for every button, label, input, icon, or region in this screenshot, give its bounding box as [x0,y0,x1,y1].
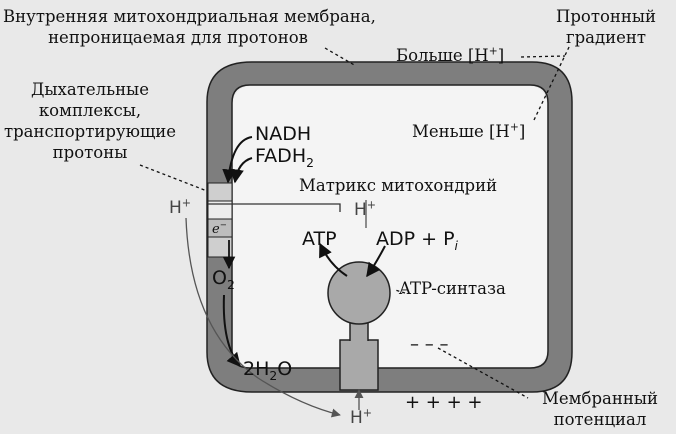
respiratory-complex [207,182,233,258]
electron-label: e− [212,219,227,237]
atp-synthase [327,261,391,391]
proton-matrix-label: H+ [354,198,377,220]
arrows [185,136,386,418]
oxygen-label: O2 [212,267,235,292]
matrix-label: Матрикс митохондрий [299,176,498,195]
higher-h-concentration-label: Больше [H+] [396,44,505,65]
adp-pi-label: ADP + Pi [376,228,458,253]
negative-charges: – – – [410,334,449,355]
proton-outside-label: H+ [350,406,373,428]
respiratory-complexes-label: Дыхательные комплексы, транспортирующие … [3,80,177,162]
lower-h-concentration-label: Меньше [H+] [412,120,526,141]
inner-membrane [206,61,573,393]
matrix-space [233,86,547,367]
atp-label: ATP [302,228,337,250]
inner-membrane-title: Внутренняя митохондриальная мембрана, не… [3,7,376,47]
positive-charges: + + + + [405,392,483,413]
water-label: 2H2O [243,358,293,383]
proton-left-label: H+ [169,196,192,218]
membrane-potential-label: Мембранный потенциал [542,389,658,429]
proton-gradient-label: Протонный градиент [555,7,657,47]
leader-lines [139,44,571,399]
fadh2-label: FADH2 [255,145,314,170]
atp-synthase-label: ATP-синтаза [399,279,506,298]
nadh-label: NADH [255,123,312,145]
